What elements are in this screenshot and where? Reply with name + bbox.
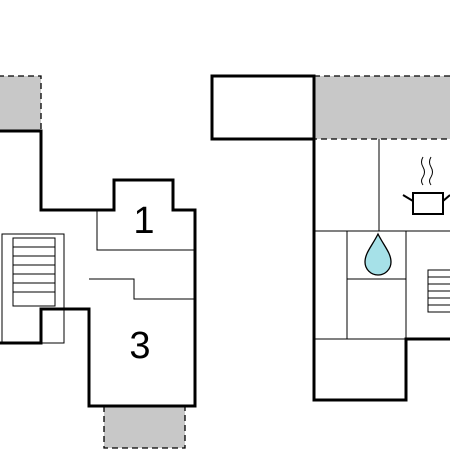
left-wing-outer-wall <box>0 129 197 408</box>
room-1-label: 1 <box>133 200 154 242</box>
water-drop-icon <box>364 232 392 276</box>
cooking-pot-icon <box>402 156 450 215</box>
staircase-right <box>427 269 450 313</box>
outdoor-area-bottom <box>103 405 186 449</box>
right-wing <box>210 74 450 402</box>
right-wing-interior-walls <box>314 139 450 340</box>
right-wing-outer-wall <box>312 139 450 402</box>
left-wing: 1 3 <box>0 75 197 449</box>
room-3-outline <box>89 278 195 300</box>
outdoor-area-top-left <box>0 75 42 132</box>
outdoor-area-top-right <box>313 75 450 140</box>
room-1-outline <box>96 210 195 251</box>
balcony <box>210 74 316 141</box>
staircase-left <box>1 233 65 344</box>
room-3-label: 3 <box>129 325 150 367</box>
